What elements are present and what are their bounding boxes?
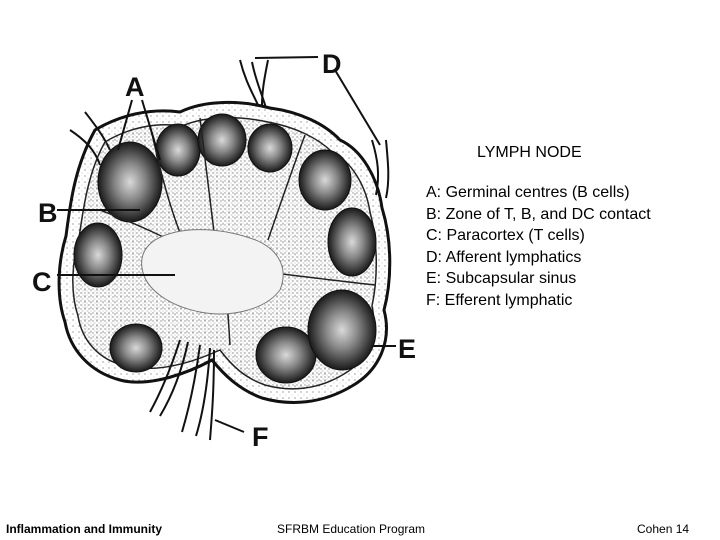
legend-item: D: Afferent lymphatics: [426, 248, 582, 266]
legend-item: F: Efferent lymphatic: [426, 291, 573, 309]
legend-item: E: Subcapsular sinus: [426, 270, 577, 288]
footer-course: Inflammation and Immunity: [6, 522, 163, 536]
label-b: B: [38, 198, 58, 228]
efferent-vessels: [149, 339, 215, 441]
legend: A: Germinal centres (B cells) B: Zone of…: [426, 182, 651, 312]
label-f: F: [252, 422, 269, 452]
legend-item: A: Germinal centres (B cells): [426, 184, 630, 201]
label-d: D: [322, 49, 342, 79]
label-e: E: [398, 334, 416, 364]
legend-item: B: Zone of T, B, and DC contact: [426, 205, 651, 223]
label-a: A: [125, 72, 145, 102]
leader-lines: [57, 56, 396, 433]
label-c: C: [32, 267, 52, 297]
footer-program: SFRBM Education Program: [277, 522, 426, 536]
medulla: [141, 229, 284, 315]
diagram-title: LYMPH NODE: [477, 144, 582, 161]
follicles: [73, 113, 377, 384]
legend-item: C: Paracortex (T cells): [426, 227, 585, 245]
footer-page-number: Cohen 14: [637, 522, 690, 536]
